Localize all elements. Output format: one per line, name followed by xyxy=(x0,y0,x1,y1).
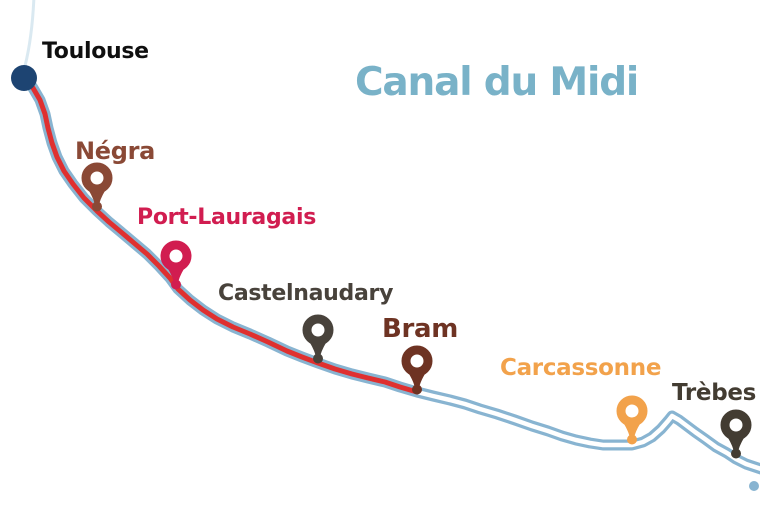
route-highlight xyxy=(24,77,420,395)
marker-toulouse-dot[interactable] xyxy=(11,65,37,91)
label-toulouse: Toulouse xyxy=(42,39,149,64)
label-bram: Bram xyxy=(382,314,459,344)
canal-line xyxy=(19,71,760,475)
label-negra: Négra xyxy=(75,137,156,165)
label-castelnaudary: Castelnaudary xyxy=(218,281,394,306)
label-port-lauragais: Port-Lauragais xyxy=(137,205,316,230)
river-line xyxy=(23,0,36,68)
label-carcassonne: Carcassonne xyxy=(500,355,662,381)
canal-line-center xyxy=(22,74,760,472)
map-title: Canal du Midi xyxy=(355,60,639,105)
canal-corner-fragment xyxy=(749,481,759,491)
label-trebes: Trèbes xyxy=(672,380,757,406)
